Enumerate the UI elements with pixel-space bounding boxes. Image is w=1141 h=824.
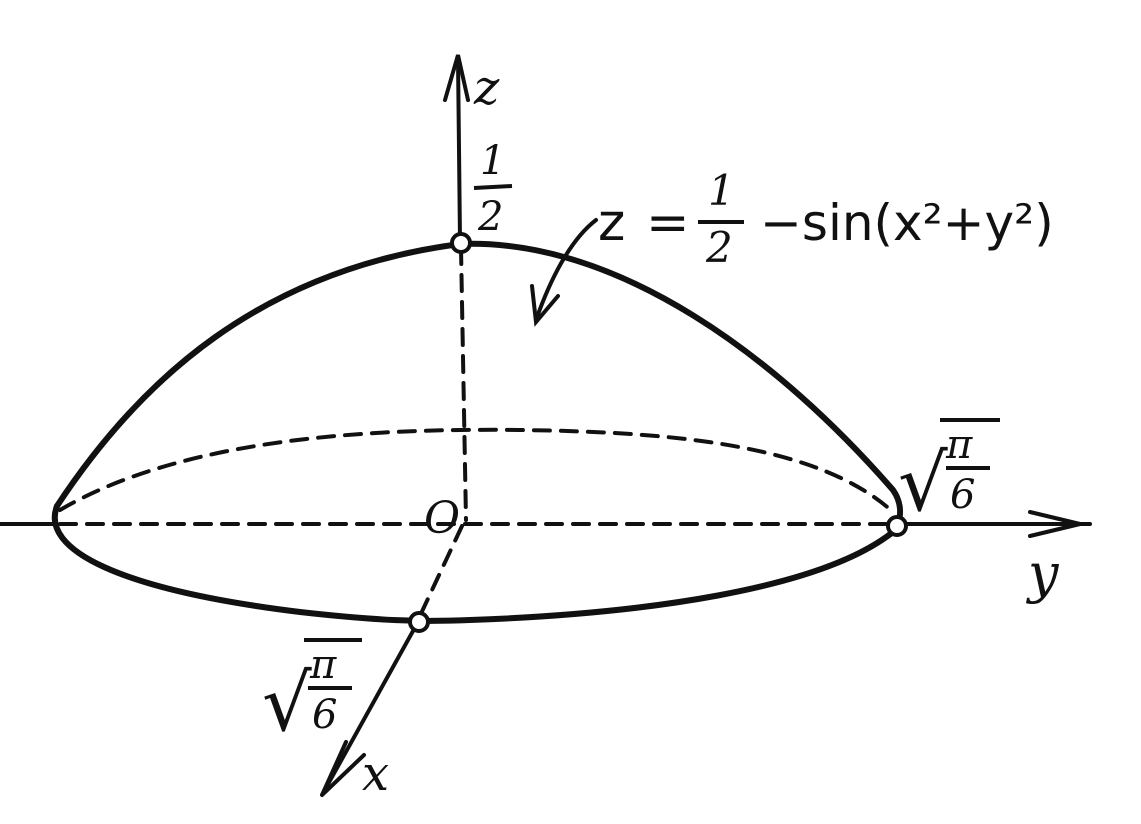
x-end-root: √ bbox=[262, 659, 312, 749]
origin-label: O bbox=[424, 493, 460, 544]
dome-outline bbox=[54, 240, 904, 527]
z-top-fraction: 1 2 bbox=[473, 138, 513, 240]
dome-top-point bbox=[450, 232, 472, 254]
base-back-edge bbox=[58, 427, 895, 514]
z-axis-label: z bbox=[473, 60, 500, 116]
y-axis-label: y bbox=[1026, 542, 1060, 605]
y-end-value: √ π 6 bbox=[898, 418, 1000, 529]
equation-leader-arrow bbox=[530, 218, 598, 327]
x-axis bbox=[320, 524, 464, 797]
height-dashed-line bbox=[459, 246, 468, 522]
equation-lhs: z bbox=[598, 193, 625, 253]
y-end-root: √ bbox=[898, 439, 948, 529]
x-end-denominator: 6 bbox=[312, 692, 337, 738]
equation-numerator: 1 bbox=[708, 166, 735, 215]
y-axis bbox=[0, 510, 1092, 538]
x-axis-label: x bbox=[362, 746, 389, 802]
equation-equals: = bbox=[646, 193, 690, 253]
surface-equation: z = 1 2 −sin(x²+y²) bbox=[598, 166, 1054, 272]
y-end-numerator: π bbox=[945, 422, 973, 468]
z-top-denominator: 2 bbox=[477, 194, 503, 240]
x-intercept-point bbox=[408, 611, 430, 633]
equation-rhs: −sin(x²+y²) bbox=[760, 194, 1054, 252]
y-end-denominator: 6 bbox=[950, 472, 975, 518]
y-intercept-point bbox=[886, 515, 908, 537]
z-top-numerator: 1 bbox=[480, 138, 505, 184]
x-end-numerator: π bbox=[309, 642, 337, 688]
equation-denominator: 2 bbox=[705, 223, 733, 272]
z-axis bbox=[443, 54, 470, 242]
x-end-value: √ π 6 bbox=[262, 638, 362, 749]
